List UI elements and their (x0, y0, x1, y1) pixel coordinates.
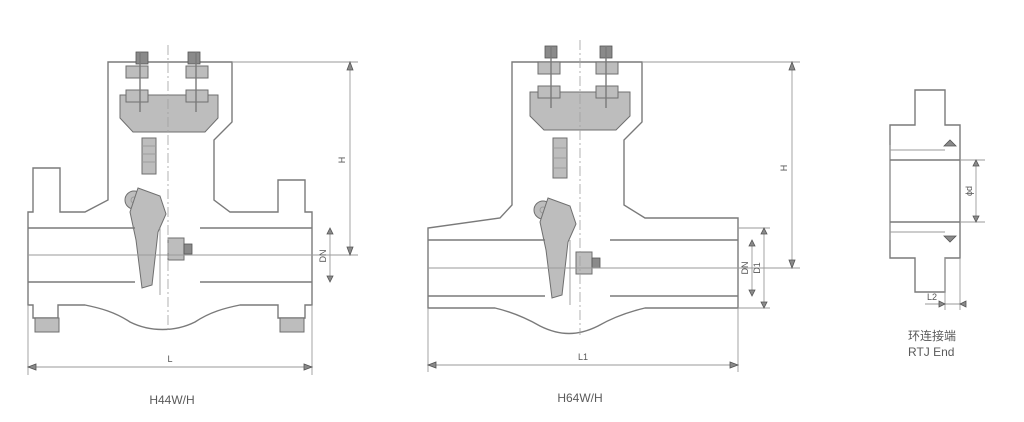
dimension-l-label: L (167, 354, 172, 364)
dimension-l1-label: L1 (578, 352, 588, 362)
dimension-phi-d-label: ϕd (964, 186, 974, 196)
dimension-h-label-2: H (779, 165, 789, 172)
dimension-l2-label: L2 (927, 292, 937, 302)
caption-rtj-cn: 环连接端 (908, 328, 956, 343)
valve-h64-drawing: H DN D1 L1 H64W/H (426, 40, 800, 405)
stud-nut-right (187, 51, 201, 65)
dimension-dn-label-1: DN (318, 250, 328, 263)
caption-rtj-en: RTJ End (908, 345, 954, 359)
stud-nut-left (135, 51, 149, 65)
rtj-end-detail: ϕd L2 环连接端 RTJ End (889, 89, 985, 359)
dimension-h-label-1: H (337, 157, 347, 164)
valve-h44-drawing: H DN L H44W/H (26, 45, 358, 407)
caption-h44: H44W/H (149, 393, 194, 407)
caption-h64: H64W/H (557, 391, 602, 405)
dimension-dn-label-2: DN (740, 262, 750, 275)
dimension-d1-label: D1 (752, 262, 762, 274)
